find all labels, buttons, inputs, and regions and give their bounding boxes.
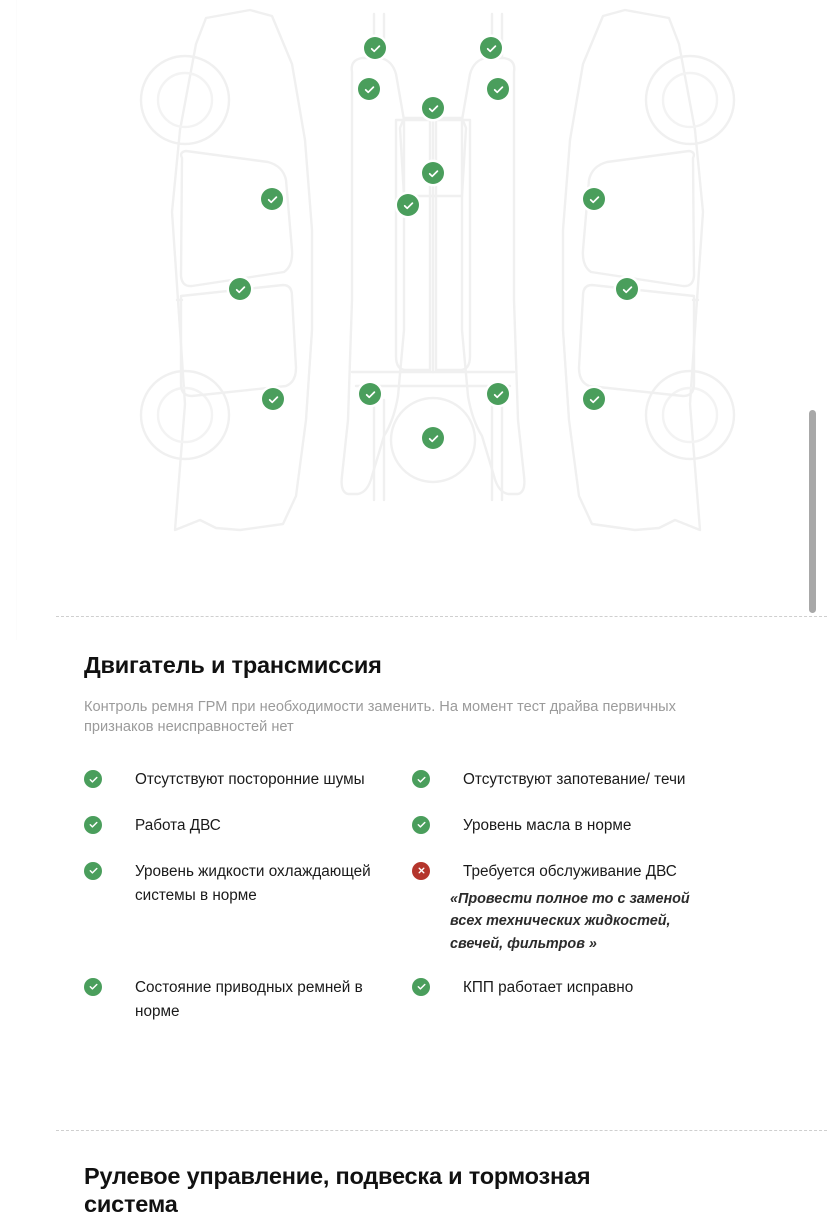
check-icon <box>412 977 430 996</box>
diagram-marker-trunk-center[interactable] <box>422 427 444 449</box>
check-icon <box>267 393 280 406</box>
check-icon <box>364 388 377 401</box>
diagram-marker-roof-center[interactable] <box>422 162 444 184</box>
right-side-profile-outline <box>561 8 736 532</box>
check-icon <box>369 42 382 55</box>
car-inspection-diagram <box>0 0 827 600</box>
checklist-item: Уровень масла в норме <box>412 814 744 860</box>
checklist-item-label: Отсутствуют запотевание/ течи <box>463 771 686 789</box>
section-steering-suspension-brakes: Рулевое управление, подвеска и тормозная… <box>84 1163 744 1218</box>
diagram-marker-front-left-fender[interactable] <box>358 78 380 100</box>
vertical-scrollbar-track[interactable] <box>809 0 822 1231</box>
check-icon <box>588 393 601 406</box>
checklist-item: Отсутствуют запотевание/ течи <box>412 768 744 814</box>
engine-checklist: Отсутствуют посторонние шумы Отсутствуют … <box>84 768 744 1046</box>
check-icon <box>412 770 430 789</box>
diagram-marker-rear-left-fender[interactable] <box>359 383 381 405</box>
diagram-marker-left-rear-quarter[interactable] <box>262 388 284 410</box>
page-title-secondary: Рулевое управление, подвеска и тормозная… <box>84 1163 591 1217</box>
diagram-marker-rear-right-fender[interactable] <box>487 383 509 405</box>
diagram-marker-hood-center[interactable] <box>422 97 444 119</box>
checklist-item-label: Уровень масла в норме <box>463 816 632 834</box>
diagram-marker-right-front-door[interactable] <box>583 188 605 210</box>
section-divider-top <box>56 616 827 617</box>
diagram-marker-left-rear-door[interactable] <box>229 278 251 300</box>
check-icon <box>427 102 440 115</box>
diagram-marker-left-roof-rail[interactable] <box>397 194 419 216</box>
checklist-item: Отсутствуют посторонние шумы <box>84 768 412 814</box>
check-icon <box>588 193 601 206</box>
check-icon <box>492 83 505 96</box>
checklist-item-label: Отсутствуют посторонние шумы <box>135 771 365 789</box>
error-icon <box>412 861 430 880</box>
checklist-item: Состояние приводных ремней в норме <box>84 976 412 1047</box>
check-icon <box>84 977 102 996</box>
check-icon <box>412 815 430 834</box>
checklist-item-label: Требуется обслуживание ДВС <box>463 862 677 880</box>
check-icon <box>427 167 440 180</box>
left-side-profile-outline <box>139 8 314 532</box>
checklist-item-label: Работа ДВС <box>135 816 221 834</box>
diagram-marker-top-left-pillar[interactable] <box>364 37 386 59</box>
check-icon <box>84 770 102 789</box>
check-icon <box>84 815 102 834</box>
diagram-marker-left-front-door[interactable] <box>261 188 283 210</box>
vertical-scrollbar-thumb[interactable] <box>809 410 816 613</box>
checklist-item: Уровень жидкости охлаждающей системы в н… <box>84 860 412 931</box>
diagram-marker-front-right-fender[interactable] <box>487 78 509 100</box>
check-icon <box>363 83 376 96</box>
check-icon <box>84 861 102 880</box>
check-icon <box>485 42 498 55</box>
section-divider-bottom <box>56 1130 827 1131</box>
check-icon <box>621 283 634 296</box>
checklist-item-label: Уровень жидкости охлаждающей системы в н… <box>135 862 371 905</box>
page-edge-rule <box>16 0 17 640</box>
checklist-item-label: Состояние приводных ремней в норме <box>135 978 363 1021</box>
check-icon <box>492 388 505 401</box>
page-title: Двигатель и трансмиссия <box>84 652 382 678</box>
check-icon <box>234 283 247 296</box>
diagram-marker-right-rear-quarter[interactable] <box>583 388 605 410</box>
checklist-item: КПП работает исправно <box>412 976 744 1022</box>
check-icon <box>427 432 440 445</box>
checklist-item-label: КПП работает исправно <box>463 978 634 996</box>
checklist-item: Требуется обслуживание ДВС «Провести полн… <box>412 860 744 976</box>
checklist-item: Работа ДВС <box>84 814 412 860</box>
section-engine-transmission: Двигатель и трансмиссия Контроль ремня Г… <box>84 652 744 1046</box>
checklist-item-note: «Провести полное то с заменой всех техни… <box>450 891 690 952</box>
diagram-marker-top-right-pillar[interactable] <box>480 37 502 59</box>
diagram-marker-right-rear-door[interactable] <box>616 278 638 300</box>
check-icon <box>266 193 279 206</box>
check-icon <box>402 199 415 212</box>
section-subtitle: Контроль ремня ГРМ при необходимости зам… <box>84 698 676 736</box>
